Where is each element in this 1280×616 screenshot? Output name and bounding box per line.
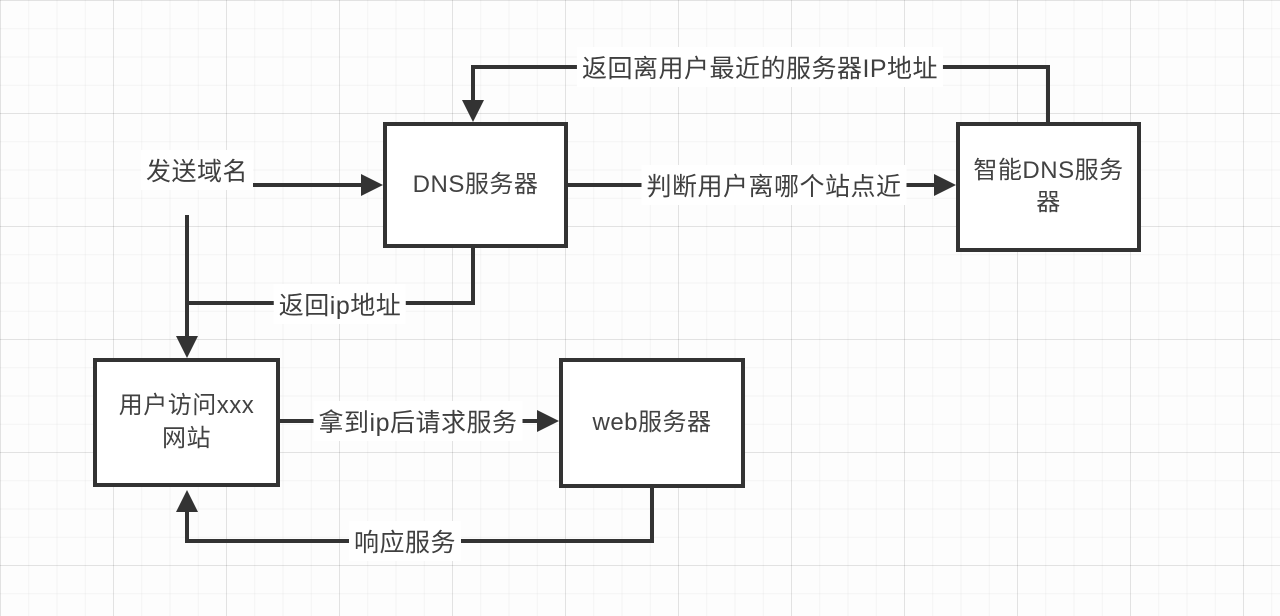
node-smart-dns-server: 智能DNS服务 器 xyxy=(956,122,1141,252)
edge-send-domain-arrowhead-icon xyxy=(361,174,383,196)
node-dns-server: DNS服务器 xyxy=(383,122,568,248)
edge-label-return-nearest-ip: 返回离用户最近的服务器IP地址 xyxy=(576,47,944,87)
edge-request-service-arrowhead-icon xyxy=(537,410,559,432)
edge-respond-service-arrowhead-icon xyxy=(176,490,198,512)
edge-label-send-domain: 发送域名 xyxy=(140,150,254,190)
edge-respond-service-line-right xyxy=(650,488,654,543)
node-web-server-label: web服务器 xyxy=(592,408,712,436)
edge-return-ip-arrowhead-icon xyxy=(176,336,198,358)
edge-send-domain-line xyxy=(247,183,365,187)
edge-return-nearest-ip-line-right xyxy=(1046,65,1050,122)
edge-respond-service-line-left xyxy=(185,510,189,541)
node-smart-dns-server-label-line1: 智能DNS服务 xyxy=(973,156,1124,184)
node-smart-dns-server-label-line2: 器 xyxy=(1036,189,1061,216)
edge-return-nearest-ip-line-left xyxy=(471,65,475,102)
node-user-site: 用户访问xxx 网站 xyxy=(93,358,280,487)
edge-return-ip-line-from-dns xyxy=(471,248,475,305)
edge-return-nearest-ip-arrowhead-icon xyxy=(462,100,484,122)
edge-label-return-ip: 返回ip地址 xyxy=(273,284,407,324)
node-web-server: web服务器 xyxy=(559,358,745,488)
edge-return-ip-line-vertical xyxy=(185,215,189,338)
node-user-site-label-line2: 网站 xyxy=(162,424,211,452)
node-dns-server-label: DNS服务器 xyxy=(412,170,539,198)
edge-judge-nearest-site-arrowhead-icon xyxy=(934,174,956,196)
edge-label-judge-nearest-site: 判断用户离哪个站点近 xyxy=(641,165,907,205)
edge-label-request-service: 拿到ip后请求服务 xyxy=(313,401,523,441)
node-user-site-label-line1: 用户访问xxx xyxy=(118,392,255,420)
edge-label-respond-service: 响应服务 xyxy=(348,521,462,561)
